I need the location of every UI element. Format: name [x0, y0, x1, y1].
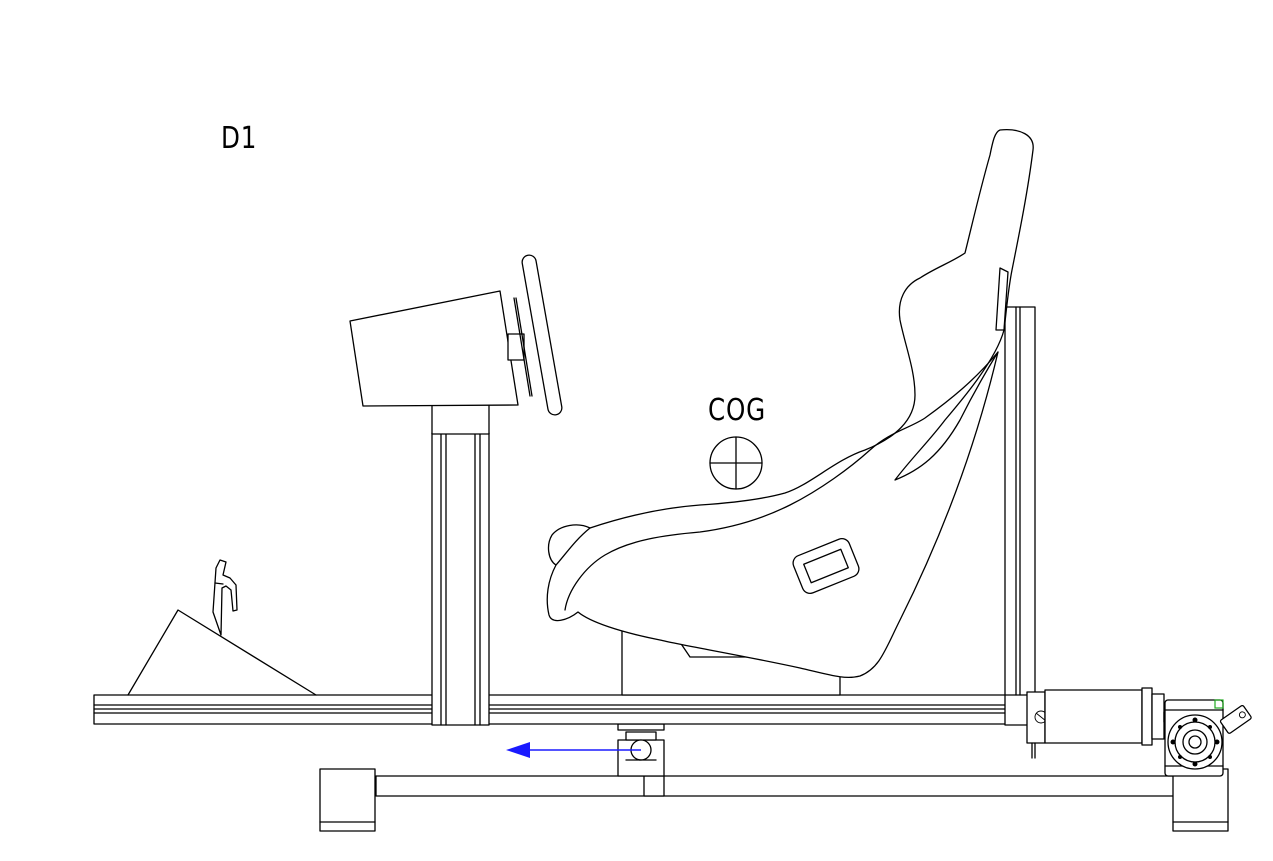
base-foot-left — [319, 768, 376, 832]
main-rail — [93, 694, 1031, 725]
bucket-seat — [546, 129, 1034, 679]
wheel-stand-upright — [431, 403, 490, 726]
view-label: D1 — [221, 121, 258, 156]
belt-slot — [792, 537, 860, 595]
cog-crosshair-icon — [709, 436, 763, 490]
cog-label: COG — [708, 393, 767, 428]
base-foot-right — [1172, 768, 1229, 832]
seat-rear-upright — [1004, 306, 1036, 726]
wheelbase-housing — [349, 290, 533, 407]
pedal-assembly — [127, 559, 317, 696]
pivot-bearing — [617, 723, 665, 777]
actuator-motor — [1026, 687, 1173, 759]
arrow-left-icon — [506, 742, 641, 758]
gearbox — [1164, 699, 1252, 777]
steering-wheel — [521, 254, 563, 416]
base-frame — [319, 768, 1229, 832]
